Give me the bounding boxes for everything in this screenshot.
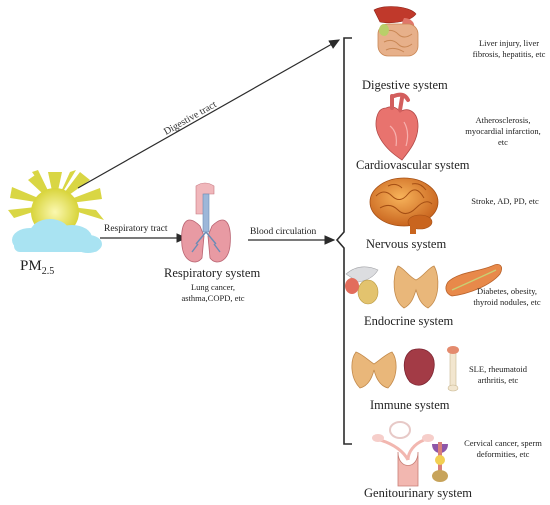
cardiovascular-system-effects: Atherosclerosis, myocardial infarction, …: [456, 115, 550, 148]
effect-line: Diabetes, obesity,: [476, 286, 538, 296]
digestive-system-title: Digestive system: [362, 78, 448, 92]
endocrine-system-title: Endocrine system: [364, 314, 454, 328]
digestive-tract-arrow: [77, 39, 341, 189]
respiratory-system-title: Respiratory system: [164, 266, 261, 280]
brain-icon: [369, 177, 439, 234]
effect-line: myocardial infarction,: [465, 126, 541, 136]
effect-line: arthritis, etc: [477, 375, 519, 385]
effect-line: Atherosclerosis,: [475, 115, 531, 125]
lungs-icon: [181, 182, 231, 263]
liver-stomach-intestine-icon: [373, 6, 419, 57]
pm25-label: PM2.5: [20, 258, 54, 277]
thyroid-adrenal-pancreas-icon: [345, 264, 502, 309]
digestive-system-effects: Liver injury, liver fibrosis, hepatitis,…: [468, 38, 550, 60]
nervous-system-title: Nervous system: [366, 237, 447, 251]
pm25-sun-cloud-icon: [8, 170, 104, 253]
effect-line: asthma,COPD, etc: [181, 293, 245, 303]
pm-subscript: 2.5: [41, 266, 55, 277]
route-arrows: [77, 39, 341, 245]
blood-circulation-label: Blood circulation: [250, 227, 317, 237]
respiratory-tract-label: Respiratory tract: [104, 224, 168, 234]
effect-line: Cervical cancer, sperm: [464, 438, 542, 448]
endocrine-system-effects: Diabetes, obesity, thyroid nodules, etc: [464, 286, 550, 308]
nervous-system-effects: Stroke, AD, PD, etc: [460, 196, 550, 207]
effect-line: Liver injury, liver: [478, 38, 540, 48]
effect-line: thyroid nodules, etc: [473, 297, 541, 307]
genitourinary-system-title: Genitourinary system: [364, 486, 472, 500]
effect-line: etc: [498, 137, 508, 147]
systems-bracket: [335, 37, 352, 445]
uterus-male-reproductive-icon: [372, 421, 448, 487]
thymus-spleen-bone-icon: [351, 346, 459, 392]
cardiovascular-system-title: Cardiovascular system: [356, 158, 470, 172]
immune-system-title: Immune system: [370, 398, 450, 412]
digestive-tract-label: Digestive tract: [162, 99, 219, 138]
effect-line: fibrosis, hepatitis, etc: [472, 49, 546, 59]
heart-icon: [375, 92, 419, 161]
effect-line: SLE, rheumatoid: [468, 364, 528, 374]
respiratory-system-effects: Lung cancer, asthma,COPD, etc: [168, 282, 258, 304]
effect-line: Stroke, AD, PD, etc: [471, 196, 539, 206]
genitourinary-system-effects: Cervical cancer, sperm deformities, etc: [456, 438, 550, 460]
pm-text: PM: [20, 258, 42, 274]
immune-system-effects: SLE, rheumatoid arthritis, etc: [458, 364, 538, 386]
effect-line: deformities, etc: [476, 449, 530, 459]
effect-line: Lung cancer,: [190, 282, 236, 292]
